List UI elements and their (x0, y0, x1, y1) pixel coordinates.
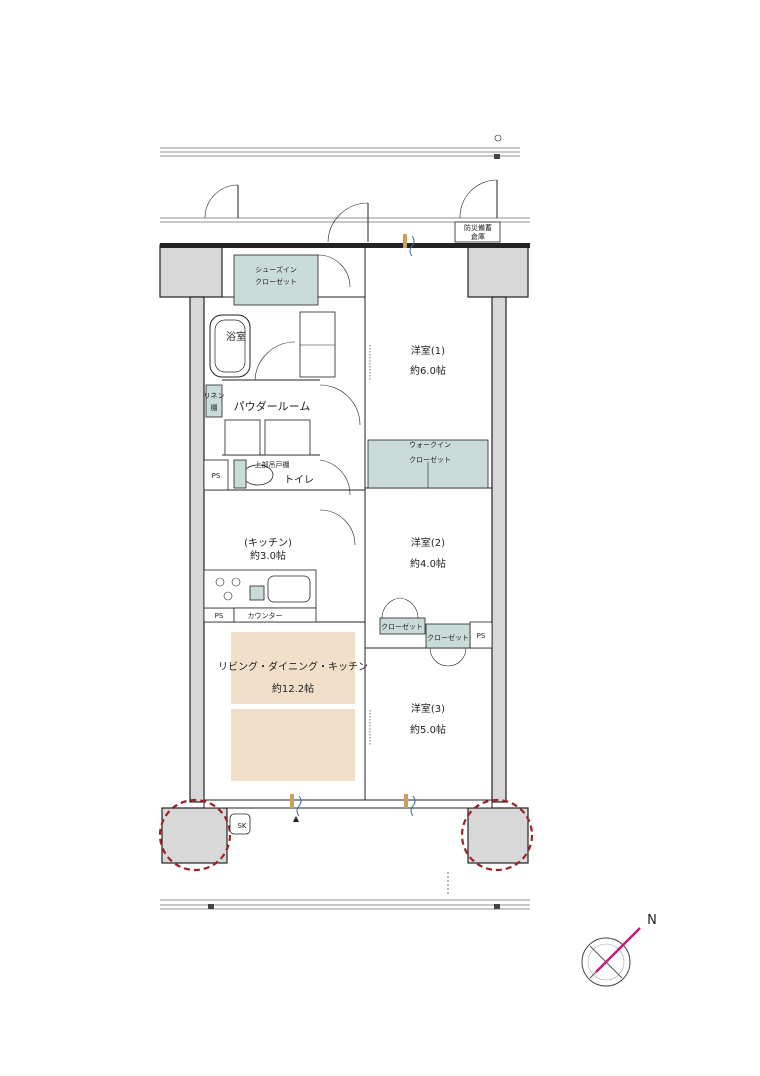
closet-right (425, 623, 471, 649)
toilet-room (233, 459, 351, 496)
shoes-closet-label-1: シューズイン (255, 265, 297, 274)
toilet-label: トイレ (284, 475, 314, 486)
compass-north-label: N (647, 913, 657, 928)
ldk-area: 約12.2帖 (272, 682, 314, 695)
counter-label: カウンター (248, 611, 283, 620)
kitchen-area: 約3.0帖 (250, 549, 286, 562)
closet-b-label: クローゼット (427, 633, 469, 642)
powder-room (224, 384, 361, 456)
storage-label-1: 防災備蓄 (464, 223, 492, 232)
western3-name: 洋室(3) (411, 702, 445, 715)
ldk-floor-upper (231, 632, 355, 704)
linen-shelf (205, 384, 223, 418)
pillar-highlight-right (460, 798, 534, 872)
shoes-closet (233, 254, 319, 306)
walkin-label-2: クローゼット (409, 455, 451, 464)
ps-kitchen-label: PS (215, 612, 224, 620)
compass-needle (595, 927, 641, 973)
powder-room-label: パウダールーム (234, 399, 311, 413)
linen-label-1: リネン (204, 392, 225, 400)
western2-name: 洋室(2) (411, 536, 445, 549)
ps-room-label: PS (477, 632, 486, 640)
linen-label-2: 棚 (211, 403, 218, 412)
closet-left (379, 617, 426, 635)
kitchen-counter (203, 569, 317, 623)
balcony-railing (160, 872, 530, 910)
structural-walls (159, 243, 530, 864)
closet-a-label: クローゼット (381, 622, 423, 631)
ps-toilet-label: PS (212, 472, 221, 480)
sk-label: SK (237, 822, 246, 830)
shoes-closet-label-2: クローゼット (255, 277, 297, 286)
compass: N (581, 913, 657, 987)
western2-area: 約4.0帖 (410, 557, 446, 570)
kitchen-name: (キッチン) (244, 537, 292, 549)
storage-label-2: 倉庫 (471, 232, 485, 241)
corridor-doors (204, 179, 498, 243)
bathroom (209, 311, 336, 381)
disaster-storage: 防災備蓄 倉庫 (454, 221, 501, 243)
window-markers (290, 234, 416, 822)
pillar-highlight-left (158, 798, 232, 872)
walkin-label-1: ウォークイン (409, 441, 451, 449)
corridor-railing (160, 134, 530, 223)
upper-cabinet-label: 上部吊戸棚 (255, 460, 290, 469)
western1-name: 洋室(1) (411, 344, 445, 357)
western1-area: 約6.0帖 (410, 364, 446, 377)
ldk-name: リビング・ダイニング・キッチン (218, 660, 368, 673)
western3-area: 約5.0帖 (410, 723, 446, 736)
bath-label: 浴室 (226, 330, 246, 343)
ldk-floor-lower (231, 709, 355, 781)
